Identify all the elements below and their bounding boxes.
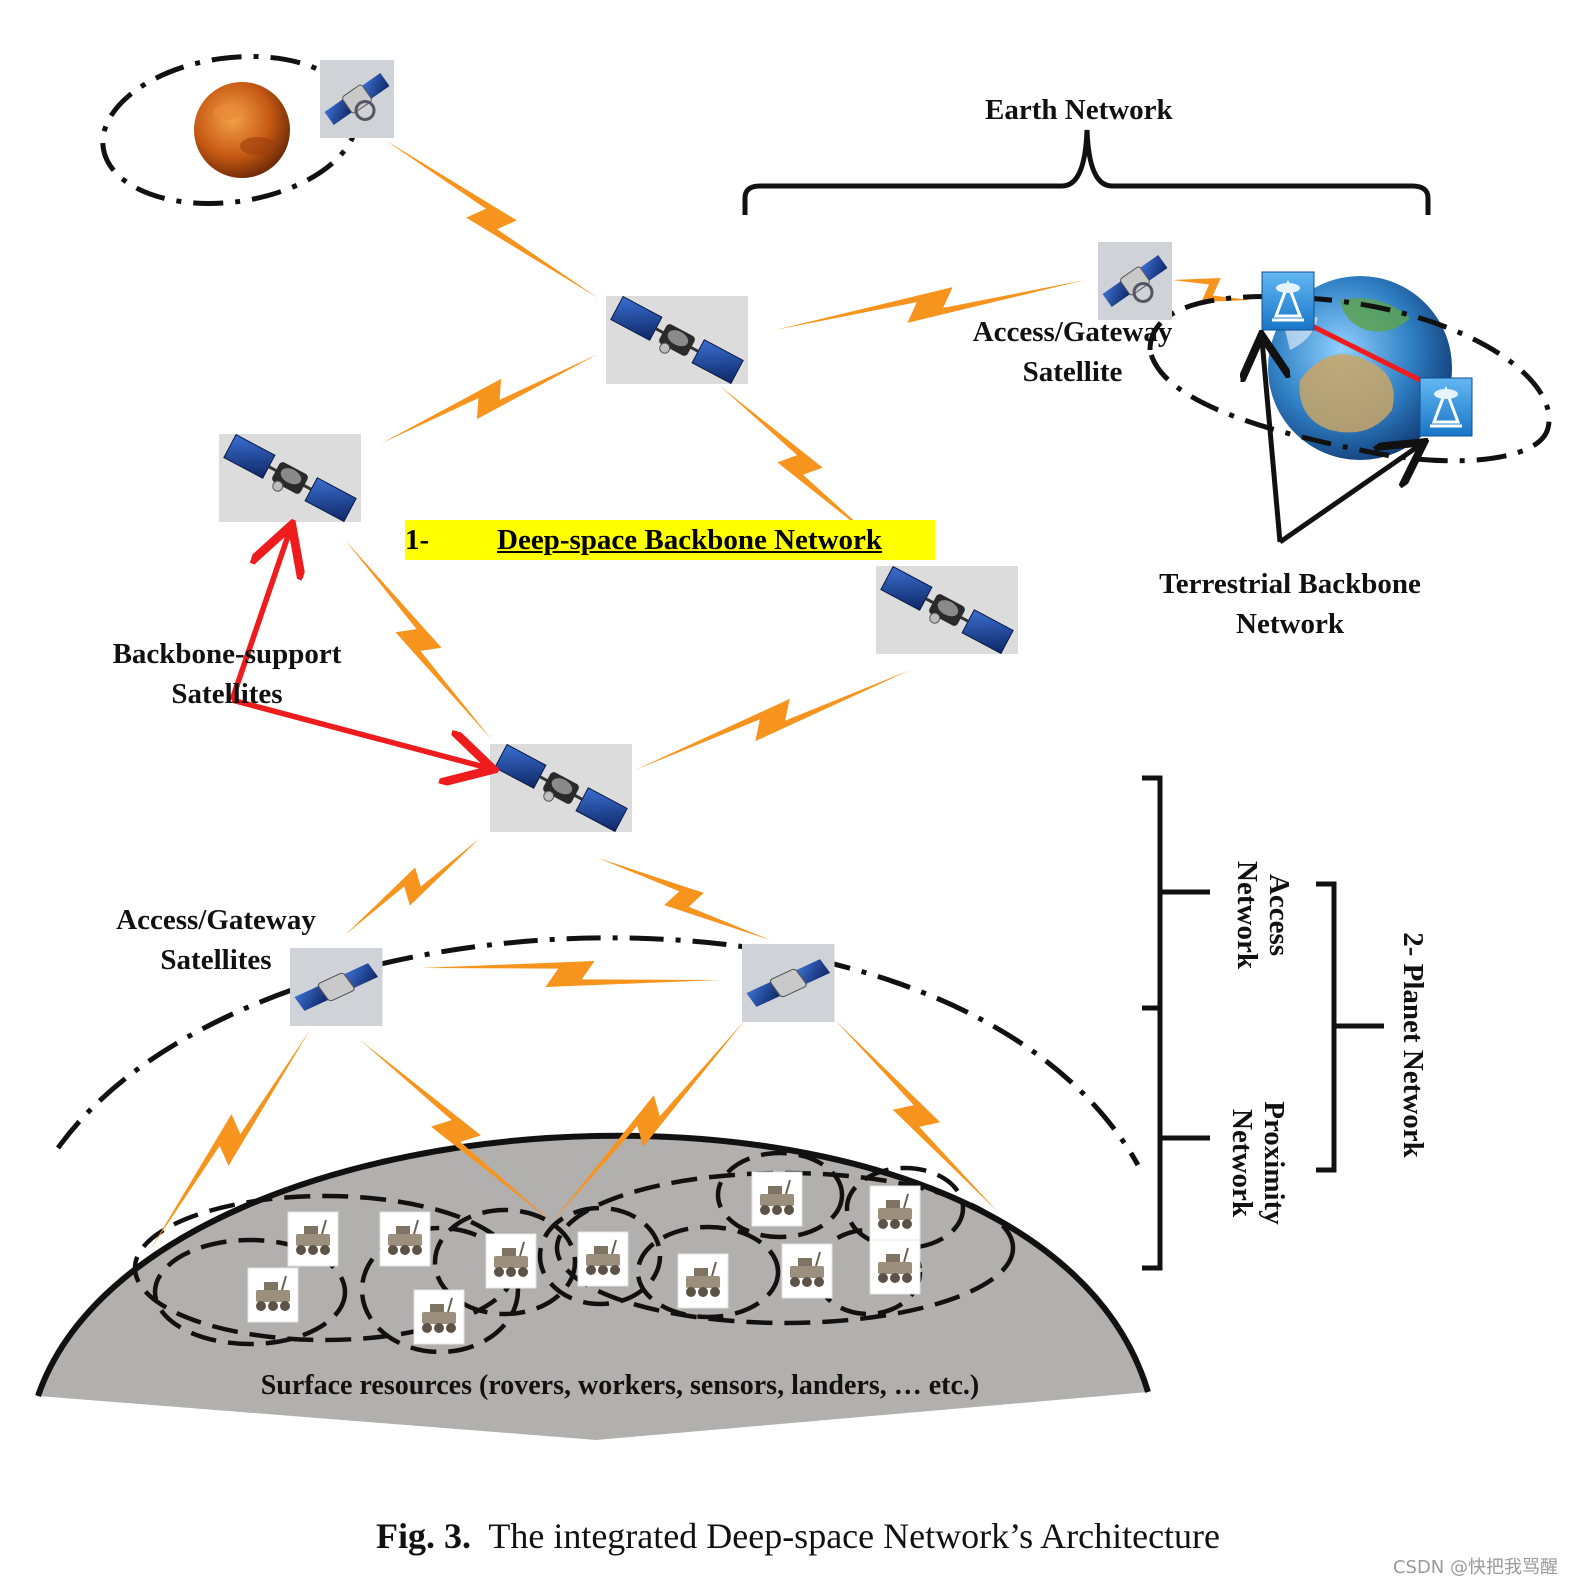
deep-space-number: 1-	[405, 524, 430, 556]
proximity-network-line1: Proximity	[1258, 1101, 1290, 1225]
satellite-icon	[320, 60, 394, 138]
link-bolt	[345, 540, 492, 740]
venus-planet-icon	[194, 82, 290, 178]
rover-icon	[869, 1185, 921, 1241]
earth-orbit	[1147, 294, 1552, 464]
access-network-line2: Network	[1231, 861, 1263, 969]
satellite-icon	[604, 294, 750, 390]
network-brackets	[1142, 775, 1384, 1271]
link-bolt	[720, 386, 880, 544]
link-bolt	[380, 354, 598, 444]
rover-icon	[781, 1243, 833, 1299]
access-network-label: Access Network	[1225, 815, 1295, 1015]
satellite-icon	[488, 742, 634, 838]
rover-icon	[677, 1253, 729, 1309]
surface-resources-label: Surface resources (rovers, workers, sens…	[260, 1370, 980, 1401]
backbone-support-arrows	[229, 530, 488, 768]
proximity-network-label: Proximity Network	[1220, 1053, 1290, 1273]
access-gateway-satellites-line1: Access/Gateway	[116, 904, 316, 936]
rover-icon	[577, 1231, 629, 1287]
backbone-support-line2: Satellites	[171, 678, 283, 710]
link-bolt	[635, 670, 910, 770]
rover-icon	[869, 1239, 921, 1295]
wireless-links	[150, 140, 1250, 1250]
terrestrial-backbone-line2: Network	[1236, 608, 1344, 640]
access-gateway-satellite-label: Access/Gateway Satellite	[960, 312, 1185, 392]
link-bolt	[1172, 278, 1250, 302]
terrestrial-link	[1310, 323, 1422, 383]
link-bolt	[420, 960, 720, 988]
backbone-support-label: Backbone-support Satellites	[100, 634, 354, 714]
rover-icon	[485, 1233, 537, 1289]
satellite-icon	[1098, 242, 1172, 320]
access-gateway-satellite-line2: Satellite	[1022, 356, 1123, 388]
link-bolt	[360, 1040, 552, 1222]
link-bolt	[385, 140, 598, 298]
caption-prefix: Fig. 3.	[375, 1516, 471, 1556]
satellite-icon	[290, 948, 383, 1026]
access-gateway-satellite-line1: Access/Gateway	[972, 316, 1173, 348]
satellite-icon	[217, 432, 363, 528]
link-bolt	[775, 280, 1085, 330]
link-bolt	[345, 838, 480, 935]
link-bolt	[835, 1020, 998, 1212]
satellite-icon	[874, 564, 1020, 660]
earth-network-label: Earth Network	[985, 94, 1173, 126]
link-bolt	[150, 1030, 310, 1250]
planet-orbit-arc	[55, 935, 1141, 1167]
backbone-support-line1: Backbone-support	[112, 638, 342, 670]
watermark: CSDN @快把我骂醒	[1392, 1557, 1558, 1578]
terrestrial-backbone-label: Terrestrial Backbone Network	[1140, 564, 1440, 644]
link-bolt	[552, 1020, 745, 1222]
link-bolt	[598, 858, 770, 940]
deep-space-title-text: Deep-space Backbone Network	[497, 524, 883, 556]
terrestrial-backbone-line1: Terrestrial Backbone	[1159, 568, 1421, 600]
rover-icon	[379, 1211, 431, 1267]
ground-antenna-icon	[1261, 271, 1315, 331]
access-gateway-satellites-line2: Satellites	[160, 944, 272, 976]
proximity-network-line2: Network	[1226, 1109, 1258, 1217]
earth-network-brace	[742, 129, 1431, 215]
satellite-icon	[742, 944, 835, 1022]
rover-icon	[247, 1267, 299, 1323]
rover-icon	[287, 1211, 339, 1267]
access-network-line1: Access	[1263, 873, 1295, 957]
rover-icon	[751, 1171, 803, 1227]
deep-space-backbone-title: 1- Deep-space Backbone Network	[405, 520, 935, 560]
terrestrial-backbone-arrows	[1262, 340, 1420, 545]
caption-text: The integrated Deep-space Network’s Arch…	[488, 1516, 1221, 1556]
planet-network-label: 2- Planet Network	[1397, 932, 1429, 1158]
ground-antenna-icon	[1419, 377, 1473, 437]
figure-caption: Fig. 3. The integrated Deep-space Networ…	[0, 1515, 1596, 1557]
access-gateway-satellites-label: Access/Gateway Satellites	[104, 900, 328, 980]
rover-icon	[413, 1289, 465, 1345]
